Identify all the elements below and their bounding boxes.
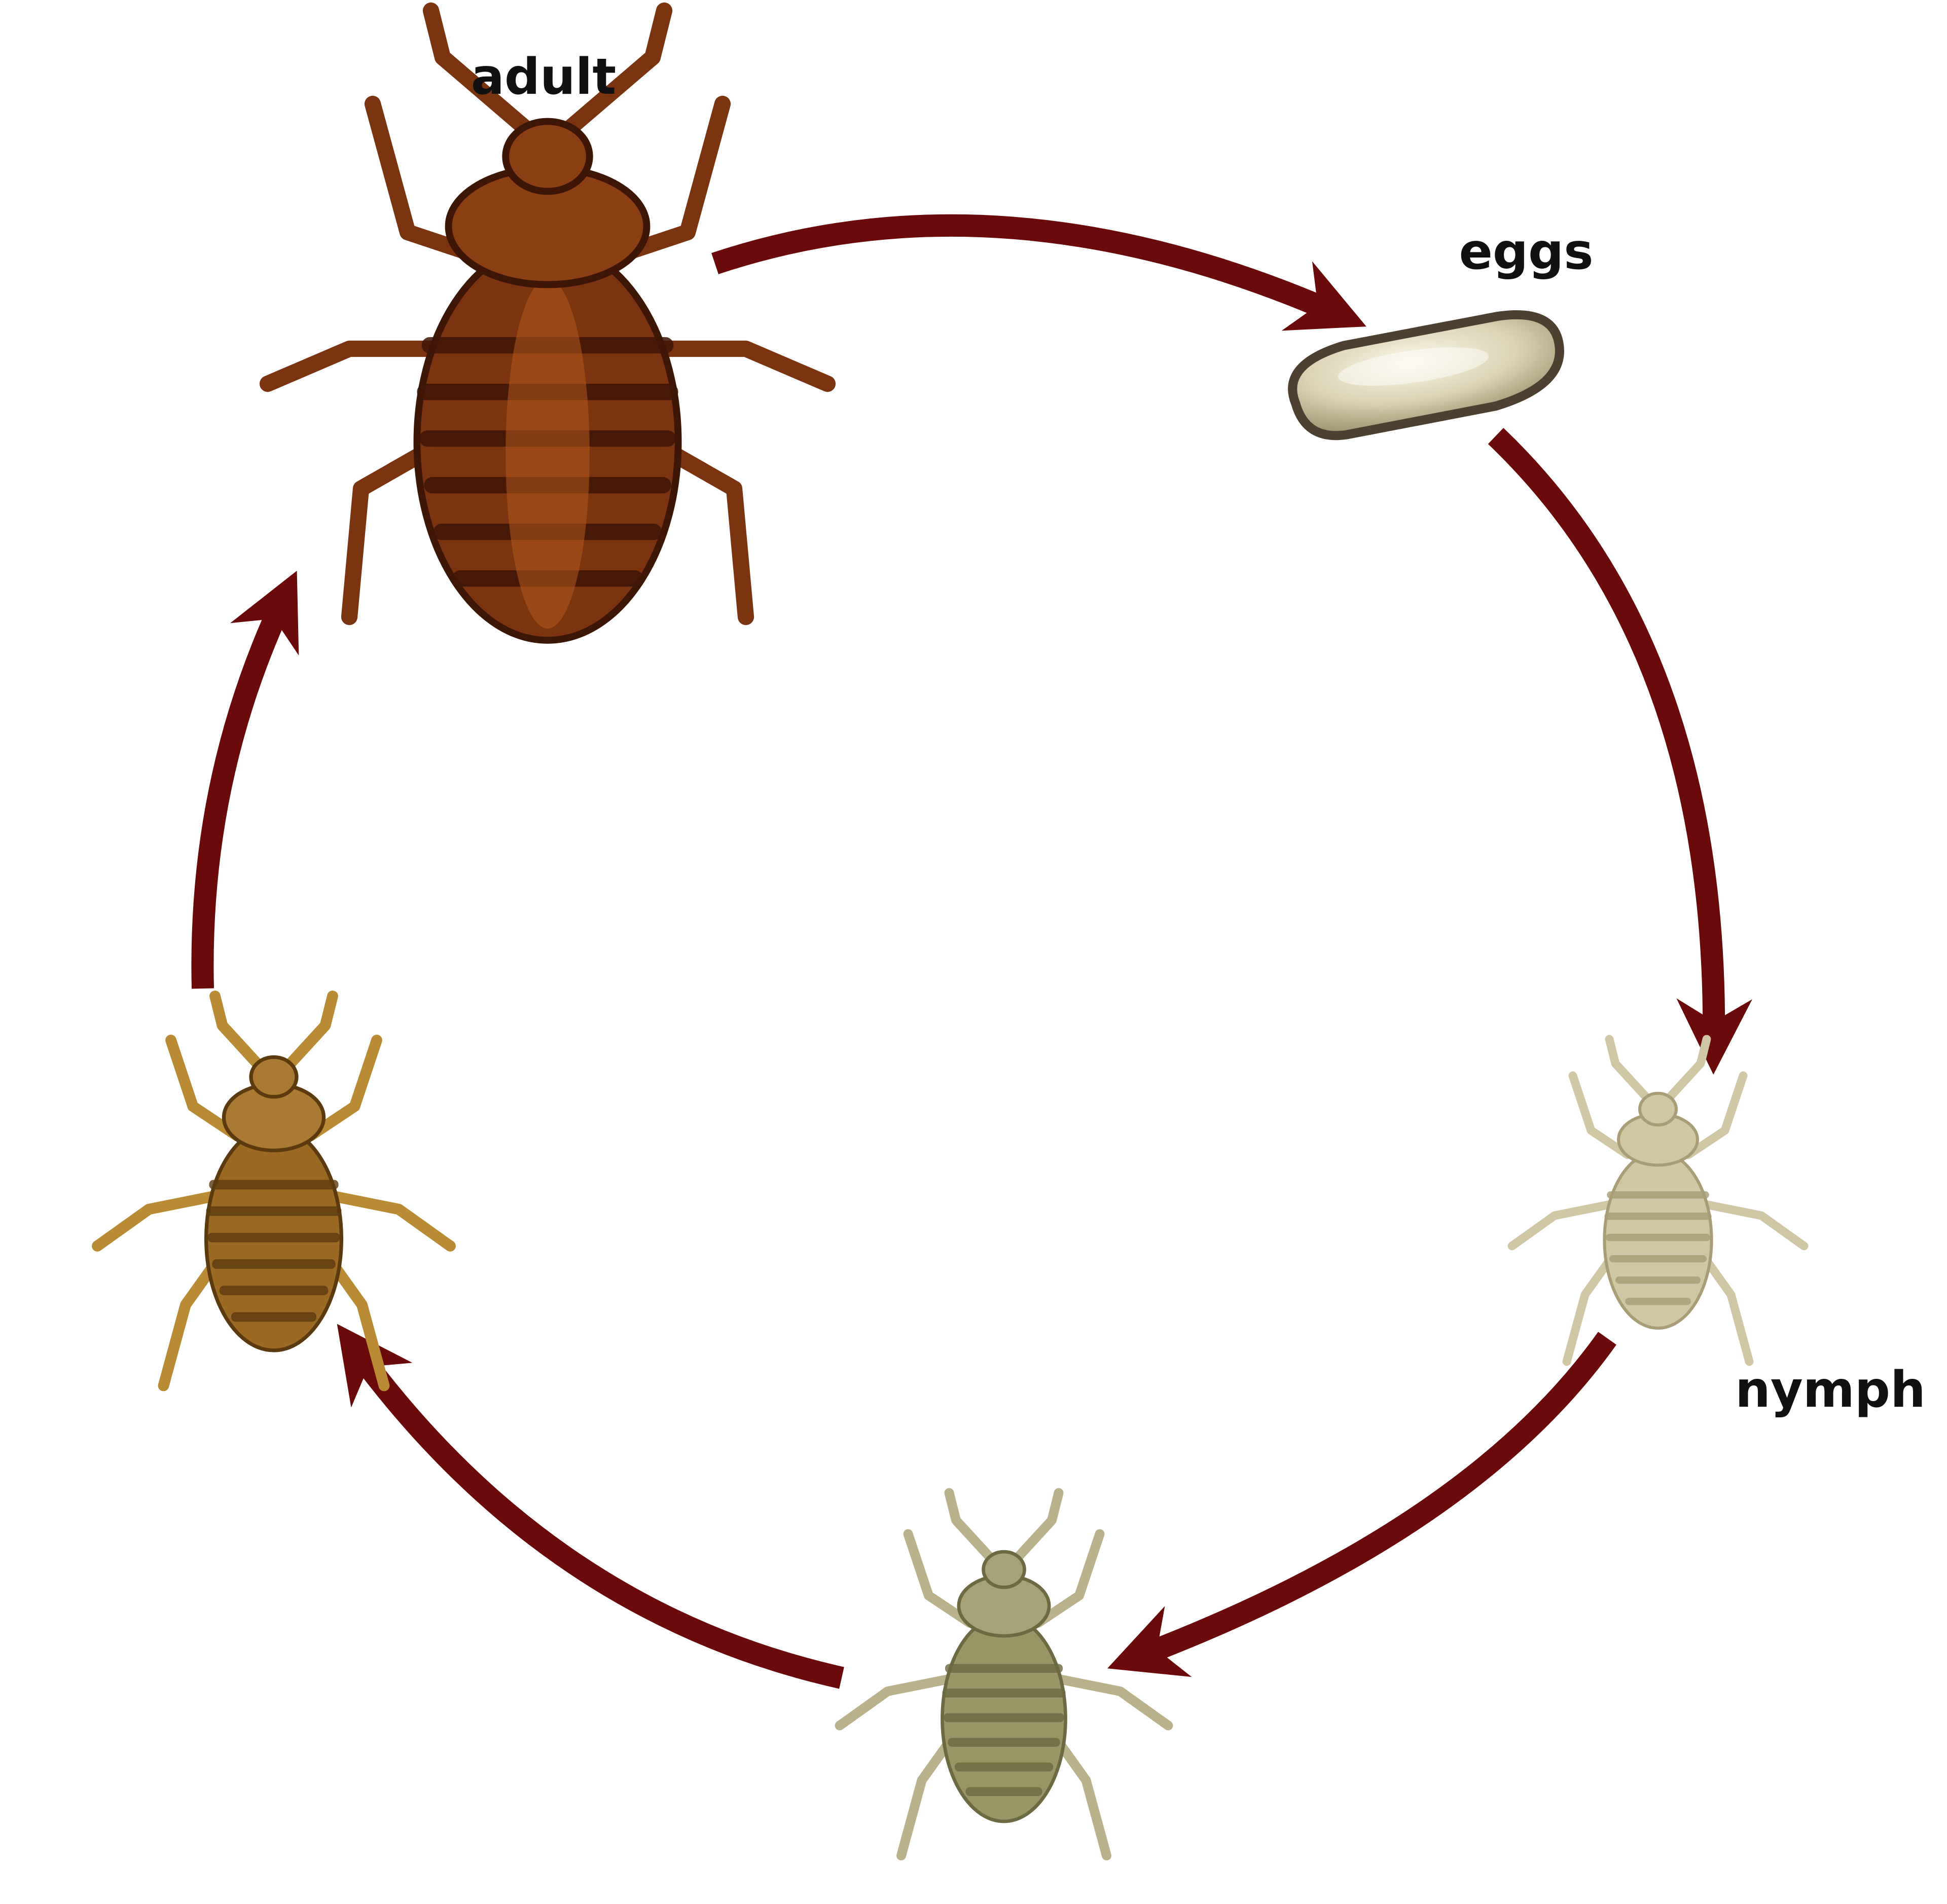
arrow-stage4-to-adult xyxy=(191,570,299,989)
label-nymph: nymph xyxy=(1735,1361,1926,1419)
cycle-arrows xyxy=(191,214,1752,1689)
nymph-amber-illustration xyxy=(92,991,456,1392)
arrow-eggs-to-nymph xyxy=(1488,428,1752,1075)
adult-bug-illustration xyxy=(259,2,836,644)
label-eggs: eggs xyxy=(1459,223,1593,281)
nymph-pale-illustration xyxy=(1507,1035,1809,1366)
arrow-stage3-to-stage4 xyxy=(337,1324,844,1689)
egg-illustration xyxy=(1288,310,1564,441)
arrow-adult-to-eggs xyxy=(711,214,1366,331)
nymph-olive-illustration xyxy=(835,1488,1173,1860)
label-adult: adult xyxy=(471,48,617,106)
arrow-nymph-to-stage3 xyxy=(1107,1332,1616,1677)
